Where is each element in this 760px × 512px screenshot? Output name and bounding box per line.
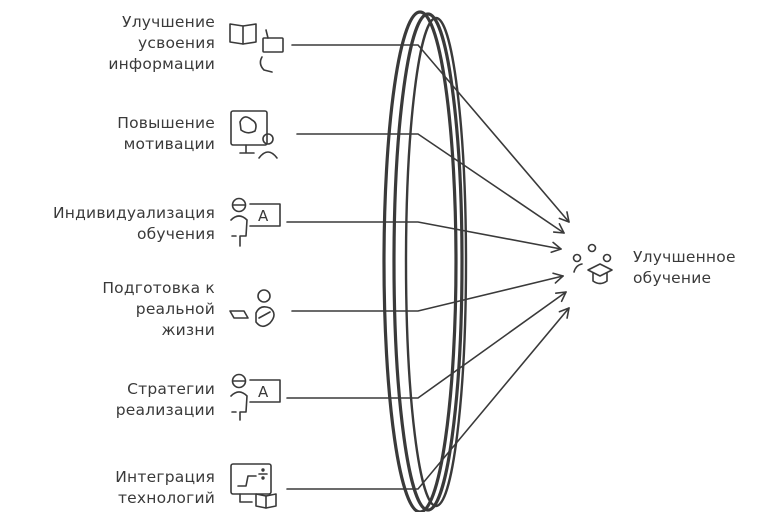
connector-1 — [291, 44, 570, 223]
person-laptop-icon — [229, 289, 275, 328]
factor-label-6: Интеграция технологий — [115, 468, 215, 507]
lens-shape — [382, 10, 468, 512]
teacher-a-icon: A — [230, 197, 281, 247]
factor-label-4: Подготовка к реальной жизни — [102, 279, 215, 339]
connector-4 — [291, 272, 564, 312]
teacher-a-icon-2: A — [230, 373, 281, 421]
factor-label-3: Индивидуализация обучения — [53, 204, 215, 243]
svg-text:A: A — [258, 207, 269, 225]
outcome-label: Улучшенное обучение — [633, 248, 736, 287]
factor-label-2: Повышение мотивации — [117, 114, 215, 153]
factor-label-5: Стратегии реализации — [115, 380, 215, 419]
svg-text:A: A — [258, 383, 269, 401]
connector-5 — [286, 291, 567, 399]
graduation-group-icon — [572, 243, 613, 285]
connector-2 — [296, 133, 565, 234]
factor-label-1: Улучшение усвоения информации — [108, 13, 215, 73]
presentation-board-icon — [230, 110, 278, 159]
connector-3 — [286, 221, 562, 254]
book-chat-icon — [229, 23, 284, 73]
connector-6 — [286, 307, 570, 490]
screen-book-icon — [230, 463, 277, 509]
